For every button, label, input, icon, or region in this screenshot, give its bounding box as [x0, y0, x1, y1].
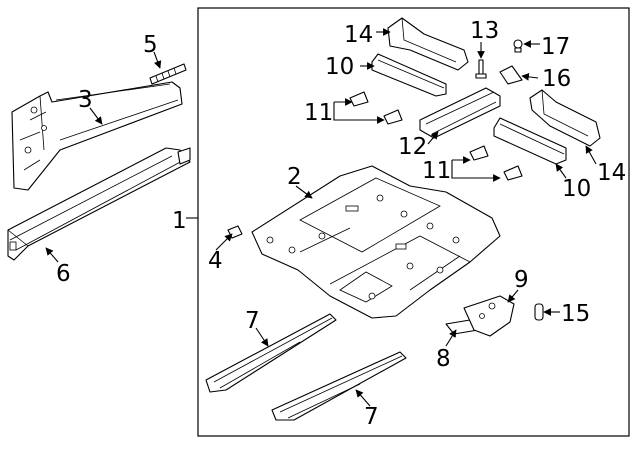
leader-lines: [45, 28, 597, 407]
part-9-reinforcement: [463, 295, 515, 337]
callout-11-upper: 11: [304, 100, 333, 126]
part-14-right-crossmember: [529, 89, 601, 147]
part-10-right-bracket: [493, 117, 567, 165]
part-10-upper-bracket: [371, 53, 447, 97]
part-15-pin: [534, 303, 544, 321]
callout-16: 16: [542, 66, 571, 92]
callout-8: 8: [436, 346, 451, 372]
part-11-lower-brackets: [469, 145, 523, 181]
part-14-upper-crossmember: [387, 17, 469, 71]
callout-2: 2: [287, 164, 302, 190]
part-5-clip: [149, 63, 187, 85]
callout-3: 3: [78, 87, 93, 113]
callout-17: 17: [541, 34, 570, 60]
part-6-outer-rocker: [7, 147, 191, 261]
callout-4: 4: [208, 248, 223, 274]
callout-5: 5: [143, 32, 158, 58]
floor-assembly-box: [197, 7, 630, 437]
callout-7-lower: 7: [364, 404, 379, 430]
callout-12: 12: [398, 134, 427, 160]
part-17-fastener: [513, 39, 523, 53]
callout-10-upper: 10: [325, 54, 354, 80]
callout-15: 15: [561, 301, 590, 327]
part-7-lower-rail: [271, 351, 407, 421]
part-11-upper-brackets: [349, 91, 403, 125]
callout-10-right: 10: [562, 176, 591, 202]
callout-6: 6: [56, 261, 71, 287]
callout-14-right: 14: [597, 160, 626, 186]
callout-9: 9: [514, 267, 529, 293]
callout-7-upper: 7: [245, 308, 260, 334]
part-7-upper-rail: [205, 313, 337, 393]
callout-13: 13: [470, 18, 499, 44]
part-12-crossmember: [419, 87, 501, 139]
part-3-inner-rocker-panel: [11, 81, 183, 191]
part-13-bolt: [475, 59, 487, 79]
callout-14-upper: 14: [344, 22, 373, 48]
callout-1: 1: [172, 208, 187, 234]
part-16-bracket: [499, 65, 523, 85]
callout-11-lower: 11: [422, 158, 451, 184]
part-2-floor-pan: [251, 165, 501, 319]
